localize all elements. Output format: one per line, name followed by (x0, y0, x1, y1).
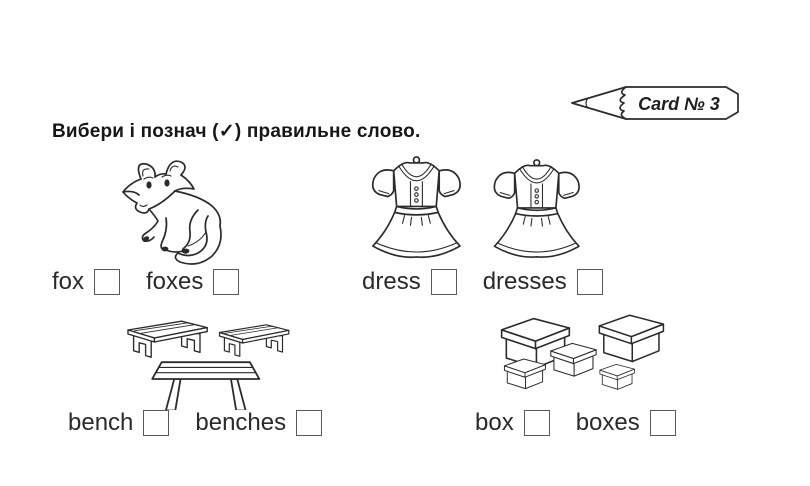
option-dresses: dresses (483, 269, 603, 295)
word-label: benches (195, 409, 287, 436)
word-label: foxes (146, 268, 204, 295)
fox-illustration (110, 158, 242, 272)
word-label: boxes (575, 409, 640, 436)
word-label: dress (362, 268, 421, 295)
checkbox-fox[interactable] (94, 269, 121, 295)
box-options: box boxes (475, 410, 676, 436)
checkbox-dresses[interactable] (576, 269, 603, 295)
dress-options: dress dresses (362, 269, 603, 295)
option-foxes: foxes (146, 268, 240, 295)
fox-drawing (122, 160, 222, 265)
checkbox-bench[interactable] (143, 410, 170, 436)
bench-options: bench benches (68, 409, 323, 436)
two-dresses-drawing (371, 156, 580, 259)
card-label: Card № 3 (638, 94, 720, 114)
checkbox-box[interactable] (523, 410, 550, 436)
benches-illustration (116, 316, 304, 410)
checkbox-foxes[interactable] (213, 269, 240, 295)
word-label: fox (52, 268, 85, 295)
boxes-illustration (490, 308, 686, 404)
option-benches: benches (195, 409, 323, 436)
option-dress: dress (362, 269, 457, 295)
checkbox-boxes[interactable] (649, 410, 676, 436)
option-fox: fox (52, 268, 121, 295)
instruction-text: Вибери і познач (✓) правильне слово. (52, 121, 421, 142)
three-benches-drawing (127, 320, 290, 410)
five-boxes-drawing (500, 314, 665, 390)
option-boxes: boxes (576, 410, 676, 436)
option-bench: bench (68, 409, 170, 436)
word-label: bench (68, 409, 134, 436)
pencil-card-banner: Card № 3 (571, 86, 739, 120)
word-label: box (475, 409, 514, 436)
checkbox-dress[interactable] (430, 269, 457, 295)
fox-options: fox foxes (52, 268, 240, 295)
dresses-illustration (360, 154, 598, 268)
word-label: dresses (482, 268, 567, 295)
checkbox-benches[interactable] (296, 410, 323, 436)
option-box: box (475, 410, 550, 436)
